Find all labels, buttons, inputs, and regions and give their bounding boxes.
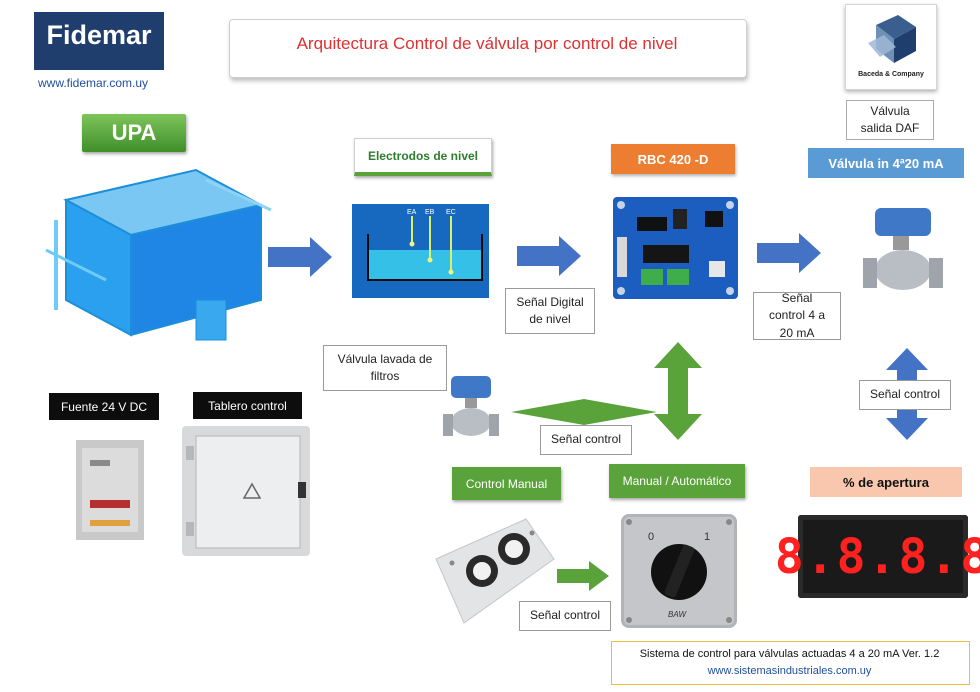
electrode-eb-label: EB [425,209,435,216]
fidemar-logo-text: Fidemar [46,20,152,50]
led-display-value: 8.8.8.8 [774,528,980,585]
power-supply-illustration [76,440,144,540]
rbc-label: RBC 420 -D [611,144,735,174]
fidemar-logo [34,12,164,70]
senal-control-420-label: Señal control 4 a 20 mA [753,291,841,340]
signal-diamond-shape [511,399,657,425]
electrode-ec-label: EC [446,209,456,216]
electrodos-label: Electrodos de nivel [354,138,492,176]
valve-lavada-illustration [443,376,499,436]
valve-daf-illustration [863,208,943,290]
control-manual-label: Control Manual [452,467,561,500]
control-cabinet-illustration [182,426,310,556]
selector-mark-1: 1 [704,531,711,543]
selector-brand: BAW [668,610,687,619]
manual-auto-label: Manual / Automático [609,464,745,498]
fidemar-url[interactable]: www.fidemar.com.uy [38,76,149,90]
arrow-rbc-to-valve [757,233,821,273]
electrode-ea-label: EA [407,209,417,216]
arrow-upa-to-electrodos [268,237,332,277]
senal-control-mid-label: Señal control [540,425,632,455]
vertical-double-arrow-green [654,342,702,440]
valvula-salida-label: Válvula salida DAF [846,100,934,140]
fuente-label: Fuente 24 V DC [49,393,159,420]
upa-tank-illustration [45,168,272,341]
upa-label: UPA [82,114,186,152]
senal-control-right-label: Señal control [859,380,951,410]
footer-line2[interactable]: www.sistemasindustriales.com.uy [707,665,872,677]
rbc-board-illustration [613,197,738,299]
baceda-logo-text: Baceda & Company [858,71,924,78]
tablero-label: Tablero control [193,392,302,419]
diagram-title-box [229,19,747,78]
valvula-in-label: Válvula in 4ª20 mA [808,148,964,178]
footer-box [611,641,970,685]
cube-icon [868,15,916,63]
led-display: 8.8.8.8 [775,515,980,598]
valvula-lavada-label: Válvula lavada de filtros [323,345,447,391]
senal-control-bottom-label: Señal control [519,601,611,631]
selector-knob-icon[interactable] [621,514,737,628]
baceda-logo: Baceda & Company [845,4,937,90]
level-electrodes-illustration: EA EB EC [352,204,489,298]
selector-mark-0: 0 [648,531,655,543]
footer-line1: Sistema de control para válvulas actuada… [639,648,940,660]
diagram-title: Arquitectura Control de válvula por cont… [296,34,678,53]
arrow-manual-to-selector [557,561,609,591]
push-button-station-illustration [435,518,555,624]
apertura-label: % de apertura [810,467,962,497]
arrow-electrodos-to-rbc [517,236,581,276]
senal-digital-label: Señal Digital de nivel [505,288,595,334]
